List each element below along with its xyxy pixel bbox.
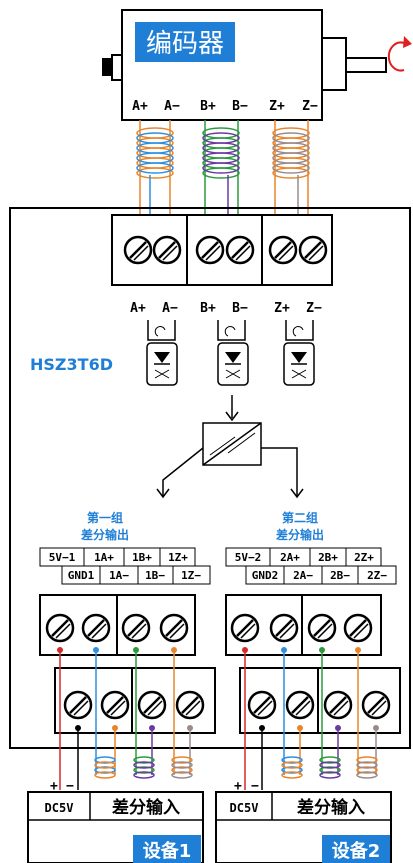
group2-pin-a-plus: 2A+	[280, 551, 300, 564]
input-labels: A+ A− B+ B− Z+ Z−	[130, 301, 322, 316]
arrow-down-icon	[225, 411, 239, 422]
group1-output-terminal	[39, 594, 196, 656]
group1-pin-z-plus: 1Z+	[168, 551, 188, 564]
screw-g2-a-plus[interactable]	[269, 613, 299, 643]
group2-pin-a-minus: 2A−	[293, 569, 313, 582]
screw-g2-z-minus[interactable]	[361, 690, 391, 720]
device2-name-bg	[322, 835, 390, 863]
device2-input-label: 差分输入	[297, 797, 365, 818]
converter-block	[156, 395, 304, 499]
group2-pin-b-plus: 2B+	[318, 551, 338, 564]
arrow-down-icon	[156, 488, 170, 499]
group1-title-line1: 第一组	[87, 510, 123, 525]
group1-pin-a-minus: 1A−	[109, 569, 129, 582]
group1-pin-gnd: GND1	[68, 569, 95, 582]
encoder-pin-a-minus: A−	[164, 99, 180, 114]
screw-a-plus[interactable]	[123, 235, 153, 265]
input-label-a-plus: A+	[130, 301, 146, 316]
arrow-down-icon	[290, 488, 304, 499]
input-label-b-minus: B−	[232, 301, 248, 316]
group2-pin-table: 5V−2 2A+ 2B+ 2Z+ GND2 2A− 2B− 2Z−	[225, 547, 397, 585]
group1-pin-b-plus: 1B+	[132, 551, 152, 564]
screw-g2-5v[interactable]	[230, 613, 260, 643]
group1-pin-z-minus: 1Z−	[181, 569, 201, 582]
group2-pin-5v: 5V−2	[235, 551, 262, 564]
device1-name-bg	[133, 835, 201, 863]
group2-title-line2: 差分输出	[275, 527, 324, 542]
optocoupler-b	[217, 320, 249, 386]
group2-pin-b-minus: 2B−	[330, 569, 350, 582]
device1-power-label: DC5V	[45, 801, 74, 815]
group2-pin-z-minus: 2Z−	[367, 569, 387, 582]
group2-title-line1: 第二组	[282, 510, 318, 525]
input-terminal-block	[111, 214, 333, 286]
screw-g2-gnd[interactable]	[247, 690, 277, 720]
device2: + − DC5V 差分输入 设备2	[215, 779, 392, 863]
screw-g1-a-plus[interactable]	[81, 613, 111, 643]
screw-g2-a-minus[interactable]	[285, 690, 315, 720]
encoder-title-bg	[135, 22, 235, 62]
device1-plus: +	[50, 779, 58, 794]
encoder-pin-b-minus: B−	[232, 99, 248, 114]
device2-power-label: DC5V	[230, 801, 259, 815]
screw-g2-b-plus[interactable]	[307, 613, 337, 643]
screw-b-minus[interactable]	[225, 235, 255, 265]
screw-b-plus[interactable]	[195, 235, 225, 265]
device2-name: 设备2	[332, 840, 381, 862]
screw-g2-b-minus[interactable]	[323, 690, 353, 720]
device2-minus: −	[251, 779, 259, 794]
encoder-title: 编码器	[146, 29, 224, 59]
input-label-b-plus: B+	[200, 301, 216, 316]
group1-title-line2: 差分输出	[80, 527, 129, 542]
encoder-pin-a-plus: A+	[132, 99, 148, 114]
screw-g1-5v[interactable]	[45, 613, 75, 643]
optocoupler-z	[283, 320, 315, 386]
device2-plus: +	[234, 779, 242, 794]
encoder: 编码器 A+ A− B+ B− Z+ Z−	[102, 9, 412, 121]
group1-pin-table: 5V−1 1A+ 1B+ 1Z+ GND1 1A− 1B− 1Z−	[39, 547, 211, 585]
device1-minus: −	[66, 779, 74, 794]
group1-pin-5v: 5V−1	[49, 551, 76, 564]
screw-a-minus[interactable]	[152, 235, 182, 265]
device1: + − DC5V 差分输入 设备1	[27, 779, 204, 863]
group2-wires	[242, 647, 379, 790]
group1-pin-b-minus: 1B−	[145, 569, 165, 582]
group2-pin-z-plus: 2Z+	[354, 551, 374, 564]
encoder-cables	[136, 120, 310, 215]
encoder-pin-b-plus: B+	[200, 99, 216, 114]
screw-z-minus[interactable]	[298, 235, 328, 265]
optocouplers	[146, 320, 315, 386]
screw-g1-gnd[interactable]	[63, 690, 93, 720]
led-icon	[291, 352, 307, 363]
screw-g1-z-plus[interactable]	[159, 613, 189, 643]
module-box	[9, 207, 411, 749]
rotation-arrow-icon	[387, 41, 405, 72]
screw-g1-z-minus[interactable]	[175, 690, 205, 720]
encoder-pin-z-minus: Z−	[302, 99, 318, 114]
input-label-z-plus: Z+	[274, 301, 290, 316]
input-label-a-minus: A−	[162, 301, 178, 316]
encoder-pins: A+ A− B+ B− Z+ Z−	[132, 99, 318, 114]
device1-name: 设备1	[143, 840, 192, 862]
group2-output-terminal	[225, 594, 382, 656]
group2-output-terminal-lower	[239, 667, 401, 734]
model-label: HSZ3T6D	[30, 355, 113, 374]
screw-g1-b-minus[interactable]	[137, 690, 167, 720]
device1-input-label: 差分输入	[112, 797, 180, 818]
input-label-z-minus: Z−	[306, 301, 322, 316]
led-icon	[225, 352, 241, 363]
led-icon	[154, 352, 170, 363]
optocoupler-a	[146, 320, 178, 386]
group1-output-terminal-lower	[54, 667, 216, 734]
encoder-pin-z-plus: Z+	[269, 99, 285, 114]
screw-g1-a-minus[interactable]	[100, 690, 130, 720]
group2-pin-gnd: GND2	[252, 569, 279, 582]
screw-z-plus[interactable]	[268, 235, 298, 265]
group1-pin-a-plus: 1A+	[94, 551, 114, 564]
screw-g1-b-plus[interactable]	[121, 613, 151, 643]
group1-wires	[57, 647, 193, 790]
screw-g2-z-plus[interactable]	[343, 613, 373, 643]
